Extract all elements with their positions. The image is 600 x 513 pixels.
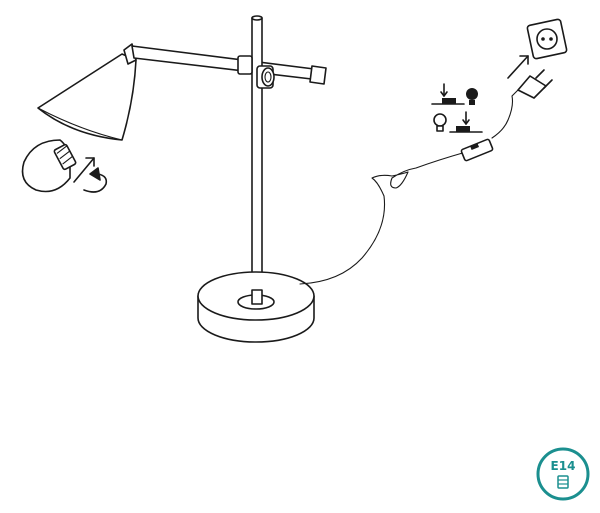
switch-on-icon: [431, 83, 465, 105]
lamp-pole: [251, 15, 263, 305]
rotate-arrow-icon: [83, 167, 108, 193]
power-cable: [299, 151, 467, 285]
switch-off-icon: [449, 111, 483, 133]
wall-socket-icon: [526, 18, 568, 60]
bulb-lit-icon: [466, 88, 478, 105]
bulb-unlit-icon: [433, 113, 447, 132]
inline-switch: [460, 138, 494, 162]
bulb-icon: [557, 475, 569, 489]
e14-badge: E14: [536, 447, 590, 501]
lamp-base: [197, 271, 315, 343]
bulb-icon: [21, 139, 77, 193]
arrow-up-right-icon: [73, 157, 95, 183]
lamp-arm: [123, 43, 327, 85]
plug-icon: [517, 69, 553, 99]
arm-joint: [237, 55, 275, 89]
plug-cable: [491, 87, 521, 139]
lamp-shade: [37, 53, 137, 141]
e14-label: E14: [551, 459, 576, 473]
arrow-up-right-icon: [507, 55, 529, 79]
